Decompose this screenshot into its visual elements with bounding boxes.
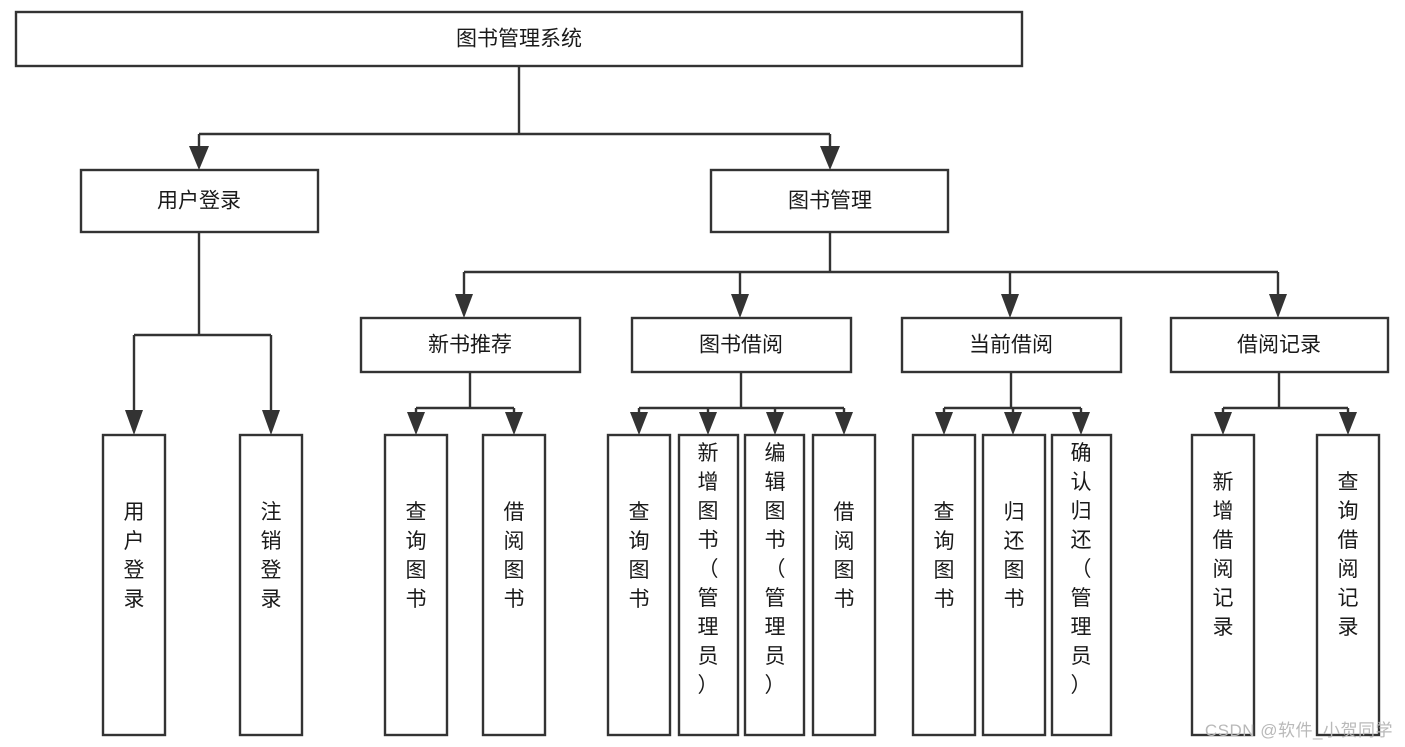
leaf-node-add-borrow-record[interactable]: 新增借阅记录	[1190, 433, 1256, 737]
connectors-current-borrow-to-leaves	[935, 372, 1090, 435]
leaf-node-add-borrow-record-label: 新增借阅记录	[1213, 471, 1234, 639]
leaf-node-query-book-recommend-label: 查询图书	[406, 501, 427, 611]
arrow-head-bw-leaf-2	[699, 412, 717, 435]
leaf-node-add-borrow-record-box[interactable]	[1190, 433, 1256, 737]
leaf-node-add-book-admin-label: 新增图书（管理员）	[698, 442, 719, 697]
leaf-nodes-group: 用户登录 注销登录 查询图书 借阅图书 查询图书 新增图书（管理员）	[101, 433, 1381, 737]
leaf-node-return-book-box[interactable]	[981, 433, 1047, 737]
arrow-head-cb-leaf-2	[1004, 412, 1022, 435]
node-book-management-box[interactable]	[709, 168, 950, 234]
node-borrow-record-label: 借阅记录	[1237, 334, 1321, 357]
node-user-login-label: 用户登录	[157, 190, 241, 213]
leaf-node-confirm-return-admin[interactable]: 确认归还（管理员）	[1050, 433, 1113, 737]
leaf-node-borrow-book-recommend-box[interactable]	[481, 433, 547, 737]
arrow-head-book-mgmt	[820, 146, 840, 170]
leaf-node-query-book-recommend[interactable]: 查询图书	[383, 433, 449, 737]
leaf-node-query-book-current[interactable]: 查询图书	[911, 433, 977, 737]
node-current-borrow-label: 当前借阅	[969, 334, 1053, 357]
connectors-borrow-record-to-leaves	[1214, 372, 1357, 435]
arrow-head-nb-leaf-1	[407, 412, 425, 435]
node-root-system-box[interactable]	[14, 10, 1024, 68]
node-current-borrow[interactable]: 当前借阅	[900, 316, 1123, 374]
leaf-node-query-book-current-label: 查询图书	[934, 501, 955, 611]
arrow-head-user-login	[189, 146, 209, 170]
leaf-node-borrow-book[interactable]: 借阅图书	[811, 433, 877, 737]
node-new-book-recommend[interactable]: 新书推荐	[359, 316, 582, 374]
leaf-node-confirm-return-admin-label: 确认归还（管理员）	[1071, 442, 1092, 697]
leaf-node-return-book-label: 归还图书	[1004, 501, 1025, 611]
leaf-node-query-borrow-record-box[interactable]	[1315, 433, 1381, 737]
connectors-borrow-to-leaves	[630, 372, 853, 435]
node-new-book-recommend-label: 新书推荐	[428, 334, 512, 357]
leaf-node-user-login[interactable]: 用户登录	[101, 433, 167, 737]
leaf-node-borrow-book-recommend-label: 借阅图书	[504, 501, 525, 611]
leaf-node-borrow-book-box[interactable]	[811, 433, 877, 737]
leaf-node-query-book-current-box[interactable]	[911, 433, 977, 737]
node-root-system[interactable]: 图书管理系统	[14, 10, 1024, 68]
arrow-head-new-book	[455, 294, 473, 318]
leaf-node-logout-label: 注销登录	[261, 501, 282, 611]
leaf-node-user-login-label: 用户登录	[124, 501, 145, 611]
arrow-head-nb-leaf-2	[505, 412, 523, 435]
arrow-head-br-leaf-1	[1214, 412, 1232, 435]
leaf-node-edit-book-admin[interactable]: 编辑图书（管理员）	[743, 433, 806, 737]
leaf-node-query-borrow-record[interactable]: 查询借阅记录	[1315, 433, 1381, 737]
node-book-borrow-label: 图书借阅	[699, 334, 783, 357]
node-user-login[interactable]: 用户登录	[79, 168, 320, 234]
node-user-login-box[interactable]	[79, 168, 320, 234]
node-borrow-record-box[interactable]	[1169, 316, 1390, 374]
arrow-head-current-borrow	[1001, 294, 1019, 318]
arrow-head-cb-leaf-1	[935, 412, 953, 435]
connectors-book-mgmt-to-level2	[455, 232, 1287, 318]
arrow-head-bw-leaf-1	[630, 412, 648, 435]
connectors-root-to-level1	[189, 66, 840, 170]
connectors-user-login-to-leaves	[125, 232, 280, 435]
leaf-node-edit-book-admin-box[interactable]	[743, 433, 806, 737]
node-book-borrow[interactable]: 图书借阅	[630, 316, 853, 374]
leaf-node-logout-box[interactable]	[238, 433, 304, 737]
node-book-borrow-box[interactable]	[630, 316, 853, 374]
leaf-node-edit-book-admin-label: 编辑图书（管理员）	[765, 442, 786, 697]
node-current-borrow-box[interactable]	[900, 316, 1123, 374]
leaf-node-query-book-borrow-box[interactable]	[606, 433, 672, 737]
node-root-system-label: 图书管理系统	[456, 28, 582, 51]
leaf-node-query-book-borrow-label: 查询图书	[629, 501, 650, 611]
leaf-node-add-book-admin[interactable]: 新增图书（管理员）	[677, 433, 740, 737]
connectors-new-book-to-leaves	[407, 372, 523, 435]
leaf-node-borrow-book-label: 借阅图书	[834, 501, 855, 611]
arrow-head-leaf-logout	[262, 410, 280, 435]
leaf-node-query-book-borrow[interactable]: 查询图书	[606, 433, 672, 737]
node-borrow-record[interactable]: 借阅记录	[1169, 316, 1390, 374]
leaf-node-confirm-return-admin-box[interactable]	[1050, 433, 1113, 737]
arrow-head-borrow-record	[1269, 294, 1287, 318]
leaf-node-logout[interactable]: 注销登录	[238, 433, 304, 737]
leaf-node-query-book-recommend-box[interactable]	[383, 433, 449, 737]
node-book-management-label: 图书管理	[788, 190, 872, 213]
leaf-node-borrow-book-recommend[interactable]: 借阅图书	[481, 433, 547, 737]
arrow-head-br-leaf-2	[1339, 412, 1357, 435]
arrow-head-leaf-user-login	[125, 410, 143, 435]
leaf-node-user-login-box[interactable]	[101, 433, 167, 737]
node-new-book-recommend-box[interactable]	[359, 316, 582, 374]
arrow-head-borrow	[731, 294, 749, 318]
leaf-node-query-borrow-record-label: 查询借阅记录	[1338, 471, 1359, 639]
node-book-management[interactable]: 图书管理	[709, 168, 950, 234]
leaf-node-return-book[interactable]: 归还图书	[981, 433, 1047, 737]
arrow-head-bw-leaf-4	[835, 412, 853, 435]
arrow-head-cb-leaf-3	[1072, 412, 1090, 435]
leaf-node-add-book-admin-box[interactable]	[677, 433, 740, 737]
arrow-head-bw-leaf-3	[766, 412, 784, 435]
